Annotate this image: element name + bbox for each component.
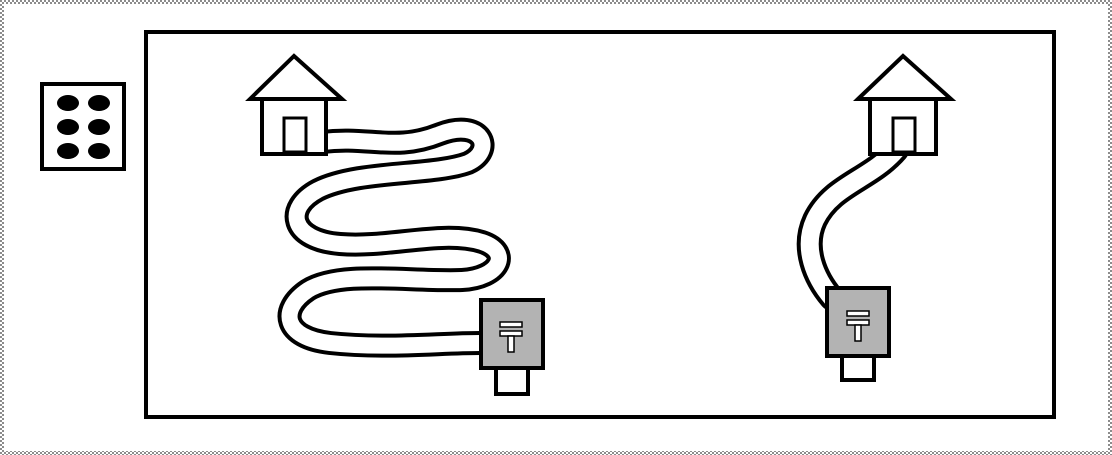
die-six-icon: [42, 84, 124, 169]
